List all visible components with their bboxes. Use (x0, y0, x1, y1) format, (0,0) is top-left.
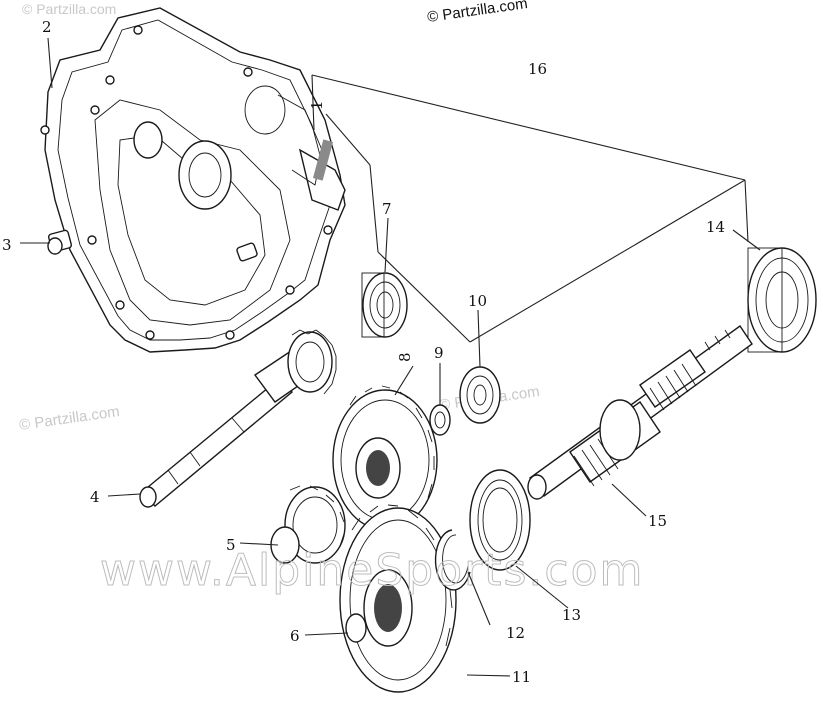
bearing-7-drawing (361, 272, 408, 338)
callout-8[interactable]: 8 (396, 352, 414, 362)
circlip-drawing (434, 529, 471, 591)
callout-14[interactable]: 14 (706, 218, 725, 236)
input-shaft-drawing (139, 329, 337, 508)
callout-5[interactable]: 5 (226, 536, 236, 554)
copyright-notice: © Partzilla.com (426, 0, 528, 26)
oil-seal-drawing (469, 469, 531, 571)
watermark-left: © Partzilla.com (18, 403, 120, 434)
callout-16[interactable]: 16 (528, 60, 547, 78)
callout-2[interactable]: 2 (42, 18, 52, 36)
output-gear-drawing (339, 504, 457, 693)
callout-15[interactable]: 15 (648, 512, 667, 530)
callout-1[interactable]: 1 (308, 100, 326, 110)
output-shaft-drawing (527, 325, 753, 500)
callout-9[interactable]: 9 (434, 344, 444, 362)
callout-11[interactable]: 11 (512, 668, 531, 686)
dowel-pin-drawing (47, 229, 73, 255)
callout-12[interactable]: 12 (506, 624, 525, 642)
gearbox-case-drawing (40, 7, 346, 353)
leader-lines (20, 37, 761, 677)
bearing-10-drawing (459, 366, 501, 424)
callout-7[interactable]: 7 (382, 200, 392, 218)
bearing-14-drawing (747, 247, 817, 353)
callout-10[interactable]: 10 (468, 292, 487, 310)
watermark-top-left: © Partzilla.com (22, 1, 116, 17)
callout-13[interactable]: 13 (562, 606, 581, 624)
callout-6[interactable]: 6 (290, 627, 300, 645)
callout-4[interactable]: 4 (90, 488, 100, 506)
callout-3[interactable]: 3 (2, 236, 12, 254)
small-gear-drawing (270, 485, 346, 564)
large-gear-drawing (332, 385, 438, 531)
washer-drawing (429, 404, 451, 436)
watermark-site: www.AlpineSports.com (100, 545, 644, 596)
